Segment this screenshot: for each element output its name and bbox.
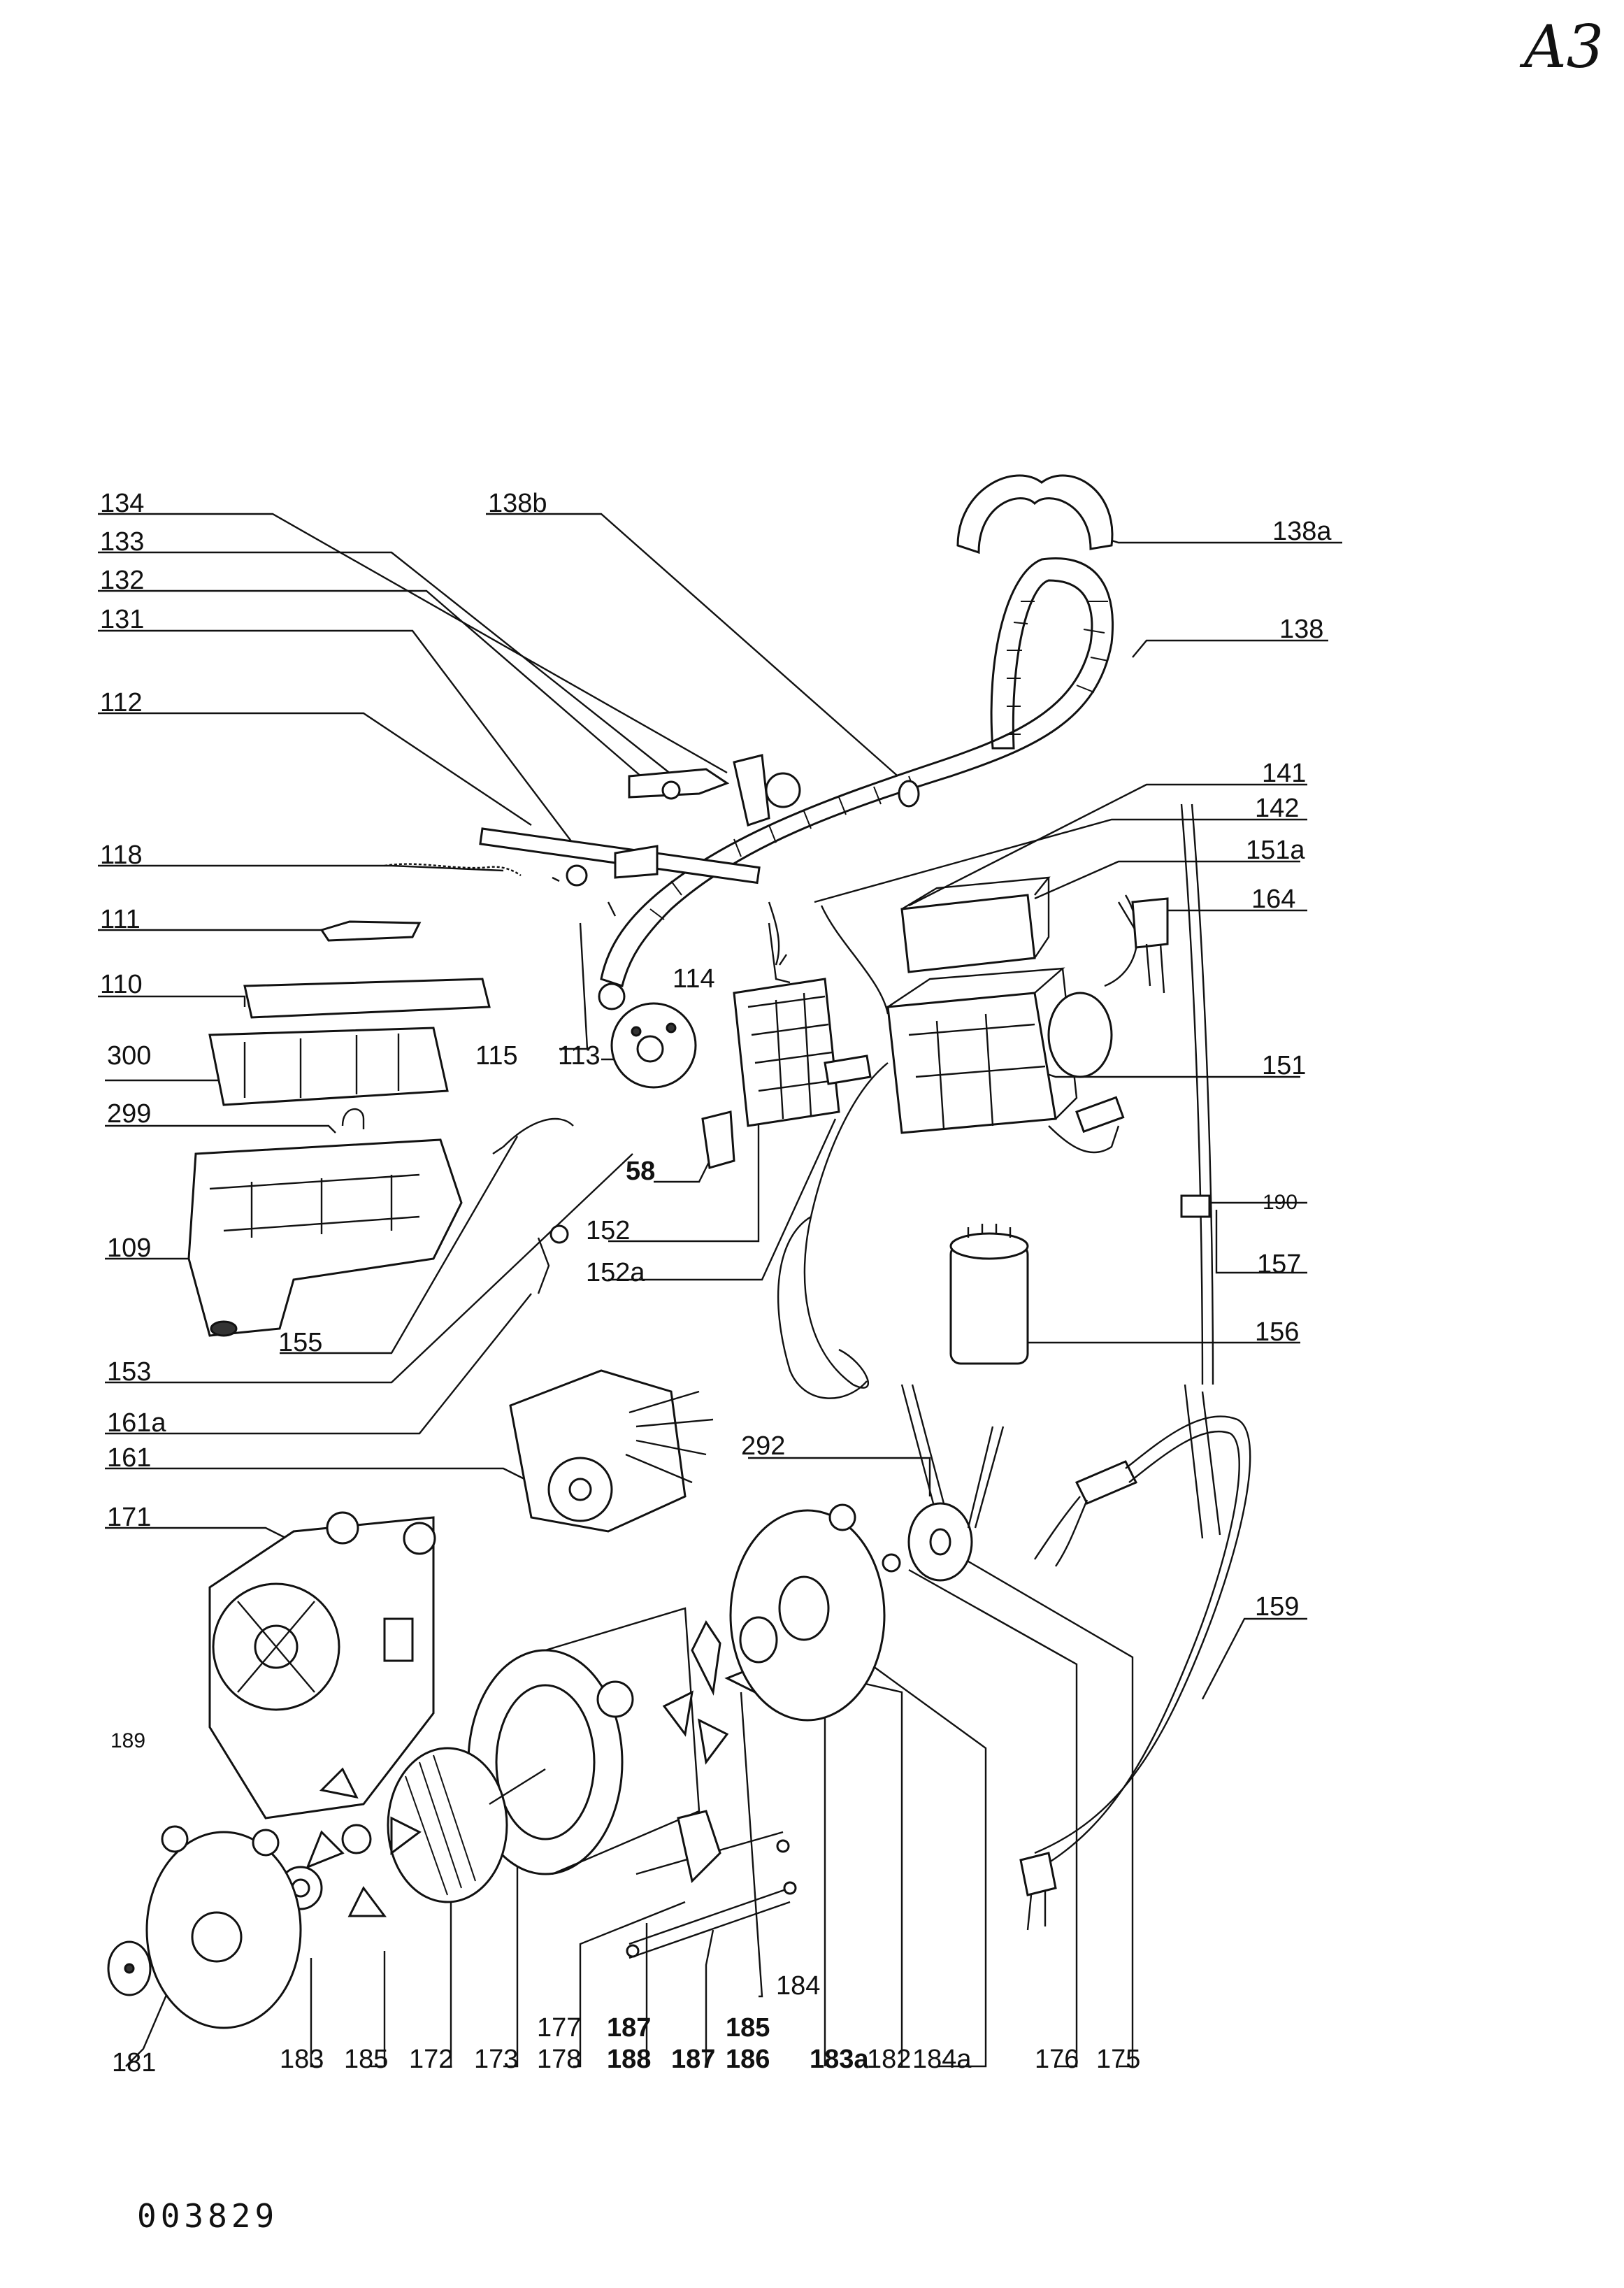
drain-hose xyxy=(598,474,1114,1010)
dispenser-parts xyxy=(187,754,801,1337)
callout-184: 184 xyxy=(776,1971,821,2001)
callout-159: 159 xyxy=(1255,1592,1300,1622)
callout-185: 185 xyxy=(344,2045,389,2074)
page-mark: A3 xyxy=(1524,13,1604,81)
callout-115: 115 xyxy=(475,1041,518,1071)
callout-133: 133 xyxy=(100,527,145,557)
callout-156: 156 xyxy=(1255,1317,1300,1347)
callout-172: 172 xyxy=(409,2045,454,2074)
callout-155: 155 xyxy=(278,1328,323,1357)
motor-assembly xyxy=(107,1369,1005,2029)
callout-299: 299 xyxy=(107,1099,152,1129)
callout-176: 176 xyxy=(1035,2045,1079,2074)
callout-151: 151 xyxy=(1262,1051,1307,1080)
callout-138b: 138b xyxy=(488,489,547,518)
capacitor-and-cord xyxy=(949,1224,1251,1931)
callout-153: 153 xyxy=(107,1357,152,1387)
callout-181: 181 xyxy=(112,2048,157,2078)
callout-187-b: 187 xyxy=(671,2045,716,2074)
callout-132: 132 xyxy=(100,566,145,595)
callout-292: 292 xyxy=(741,1431,786,1461)
callout-142: 142 xyxy=(1255,794,1300,823)
callout-109: 109 xyxy=(107,1234,152,1263)
callout-177: 177 xyxy=(537,2013,582,2043)
callout-58: 58 xyxy=(626,1157,656,1186)
callout-138: 138 xyxy=(1279,615,1324,644)
callout-141: 141 xyxy=(1262,759,1307,788)
callout-186: 186 xyxy=(726,2045,770,2074)
document-number: 003829 xyxy=(137,2197,279,2235)
callout-110: 110 xyxy=(100,970,143,999)
callout-157: 157 xyxy=(1257,1250,1302,1279)
callout-152a: 152a xyxy=(586,1258,645,1287)
callout-187-a: 187 xyxy=(607,2013,652,2043)
callout-112: 112 xyxy=(100,688,143,717)
callout-184a: 184a xyxy=(912,2045,972,2074)
callout-185-b: 185 xyxy=(726,2013,770,2043)
callout-152: 152 xyxy=(586,1216,631,1245)
callout-161a: 161a xyxy=(107,1408,166,1438)
callout-131: 131 xyxy=(100,605,145,634)
callout-138a: 138a xyxy=(1272,517,1332,546)
callout-188: 188 xyxy=(607,2045,652,2074)
callout-118: 118 xyxy=(100,841,143,870)
callout-173: 173 xyxy=(474,2045,519,2074)
callout-114: 114 xyxy=(673,964,715,994)
callout-183a: 183a xyxy=(810,2045,869,2074)
callout-190: 190 xyxy=(1263,1191,1298,1214)
callout-161: 161 xyxy=(107,1443,152,1473)
switch-parts xyxy=(610,803,1214,1399)
callout-134: 134 xyxy=(100,489,145,518)
callout-164: 164 xyxy=(1251,885,1296,914)
callout-300: 300 xyxy=(107,1041,152,1071)
callout-182: 182 xyxy=(867,2045,912,2074)
callout-171: 171 xyxy=(107,1503,152,1532)
callout-183: 183 xyxy=(280,2045,324,2074)
callout-178: 178 xyxy=(537,2045,582,2074)
callout-111: 111 xyxy=(100,905,141,934)
callout-113: 113 xyxy=(558,1041,601,1071)
callout-151a: 151a xyxy=(1246,836,1305,865)
callout-175: 175 xyxy=(1096,2045,1141,2074)
callout-189: 189 xyxy=(110,1729,146,1752)
